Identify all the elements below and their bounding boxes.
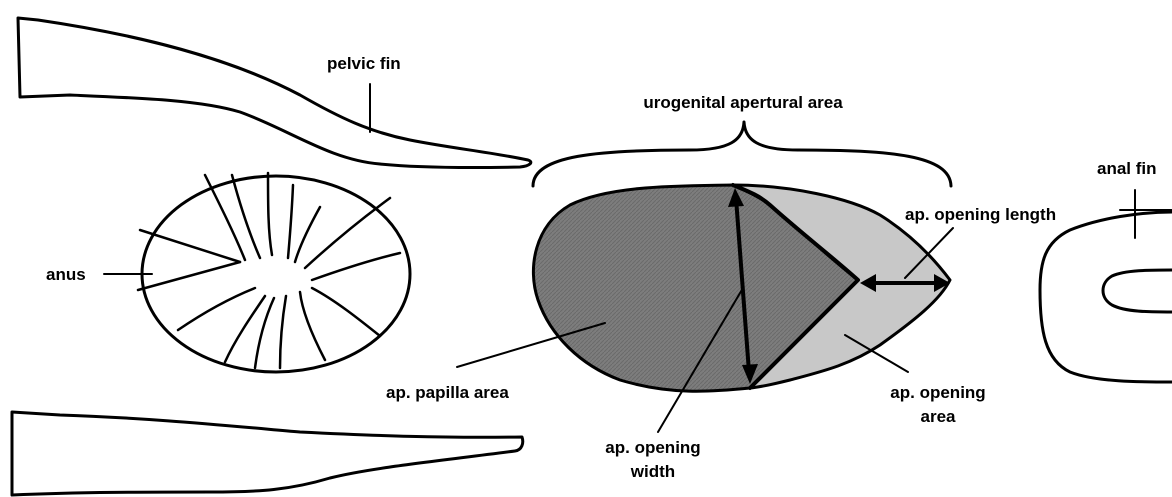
anal-fin-inner-shape — [1103, 270, 1172, 312]
ap-opening-width-label-line1: ap. opening — [605, 438, 700, 457]
pelvic-fin-upper-shape — [18, 18, 531, 168]
ap-opening-width-label-line2: width — [630, 462, 675, 481]
anal-fin-label: anal fin — [1097, 159, 1157, 178]
ap-opening-length-label: ap. opening length — [905, 205, 1056, 224]
pelvic-fin-label: pelvic fin — [327, 54, 401, 73]
ap-opening-area-label-line1: ap. opening — [890, 383, 985, 402]
ap-opening-area-label-line2: area — [921, 407, 957, 426]
pelvic-fin-lower-shape — [12, 412, 523, 495]
anal-fin-shape — [1040, 212, 1172, 382]
urogenital-apertural-area-label: urogenital apertural area — [643, 93, 843, 112]
ap-papilla-area-label: ap. papilla area — [386, 383, 509, 402]
urogenital-brace — [533, 122, 951, 186]
anus-label: anus — [46, 265, 86, 284]
anus-shape — [138, 173, 410, 372]
